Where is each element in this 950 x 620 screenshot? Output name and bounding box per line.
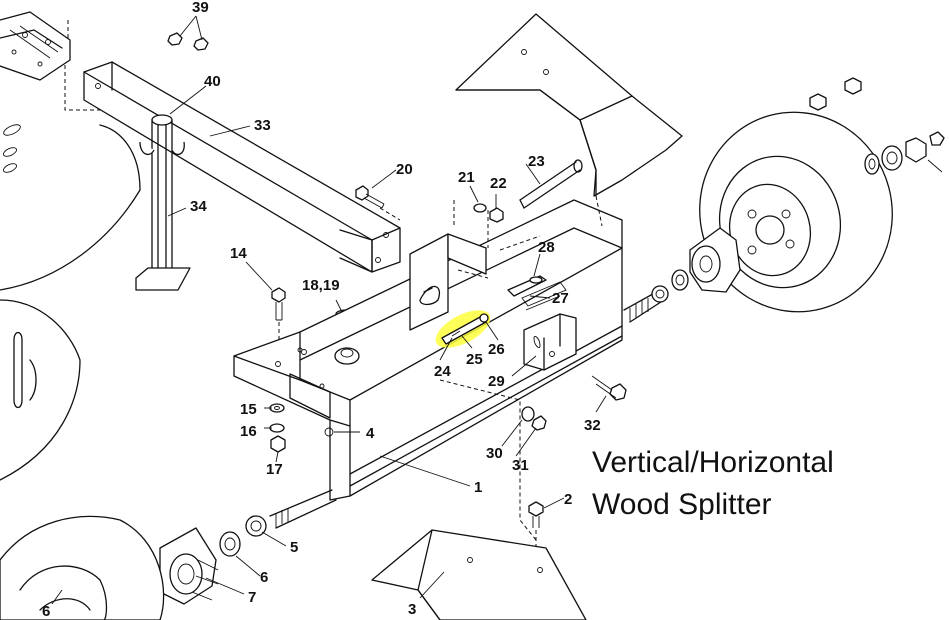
label-25: 25	[466, 351, 483, 368]
part-30-31-hardware	[521, 406, 547, 431]
left-wheel	[0, 515, 219, 620]
label-40: 40	[204, 73, 221, 90]
label-2: 2	[564, 491, 572, 508]
label-24: 24	[434, 363, 451, 380]
part-20-bolt	[355, 185, 401, 221]
fender-top-right	[455, 13, 683, 227]
label-6-left: 6	[42, 603, 50, 620]
label-5: 5	[290, 539, 298, 556]
label-14: 14	[230, 245, 247, 262]
part-15-16-17-hardware	[269, 403, 286, 453]
jack-stand	[135, 114, 191, 291]
label-26: 26	[488, 341, 505, 358]
right-wheel	[689, 111, 893, 313]
label-31: 31	[512, 457, 529, 474]
left-tire-partial	[0, 124, 141, 481]
label-3: 3	[408, 601, 416, 618]
label-7: 7	[248, 589, 256, 606]
part-29-bracket	[523, 313, 577, 371]
label-18-19: 18,19	[302, 277, 340, 294]
label-23: 23	[528, 153, 545, 170]
callout-labels: 39 40 33 34 20 21 22 23 28 27 14 18,19 2…	[42, 0, 601, 620]
part-23-bolt	[519, 159, 583, 209]
label-34: 34	[190, 198, 207, 215]
caption-title-line-1: Vertical/Horizontal	[592, 446, 834, 479]
label-32: 32	[584, 417, 601, 434]
label-39: 39	[192, 0, 209, 16]
tongue-drawbar	[83, 61, 401, 273]
label-30: 30	[486, 445, 503, 462]
label-27: 27	[552, 290, 569, 307]
part-21-22-hardware	[473, 203, 504, 223]
label-28: 28	[538, 239, 555, 256]
label-1: 1	[474, 479, 482, 496]
part-32-bolt	[591, 375, 627, 401]
label-4: 4	[366, 425, 375, 442]
label-20: 20	[396, 161, 413, 178]
label-17: 17	[266, 461, 283, 478]
label-21: 21	[458, 169, 475, 186]
fender-bottom	[371, 529, 587, 620]
right-hub-hardware	[809, 77, 945, 175]
label-22: 22	[490, 175, 507, 192]
caption-title-line-2: Wood Splitter	[592, 488, 772, 521]
label-15: 15	[240, 401, 257, 418]
label-6-right: 6	[260, 569, 268, 586]
part-39-nuts	[167, 32, 209, 51]
highlighted-pin	[435, 310, 491, 348]
leader-lines	[51, 15, 607, 605]
label-16: 16	[240, 423, 257, 440]
chain	[3, 124, 21, 173]
part-27-28-pin	[507, 275, 567, 311]
label-33: 33	[254, 117, 271, 134]
label-29: 29	[488, 373, 505, 390]
main-beam	[233, 199, 623, 501]
right-axle	[623, 269, 689, 323]
wedge-mount-bracket	[409, 200, 541, 541]
left-axle	[219, 489, 337, 557]
